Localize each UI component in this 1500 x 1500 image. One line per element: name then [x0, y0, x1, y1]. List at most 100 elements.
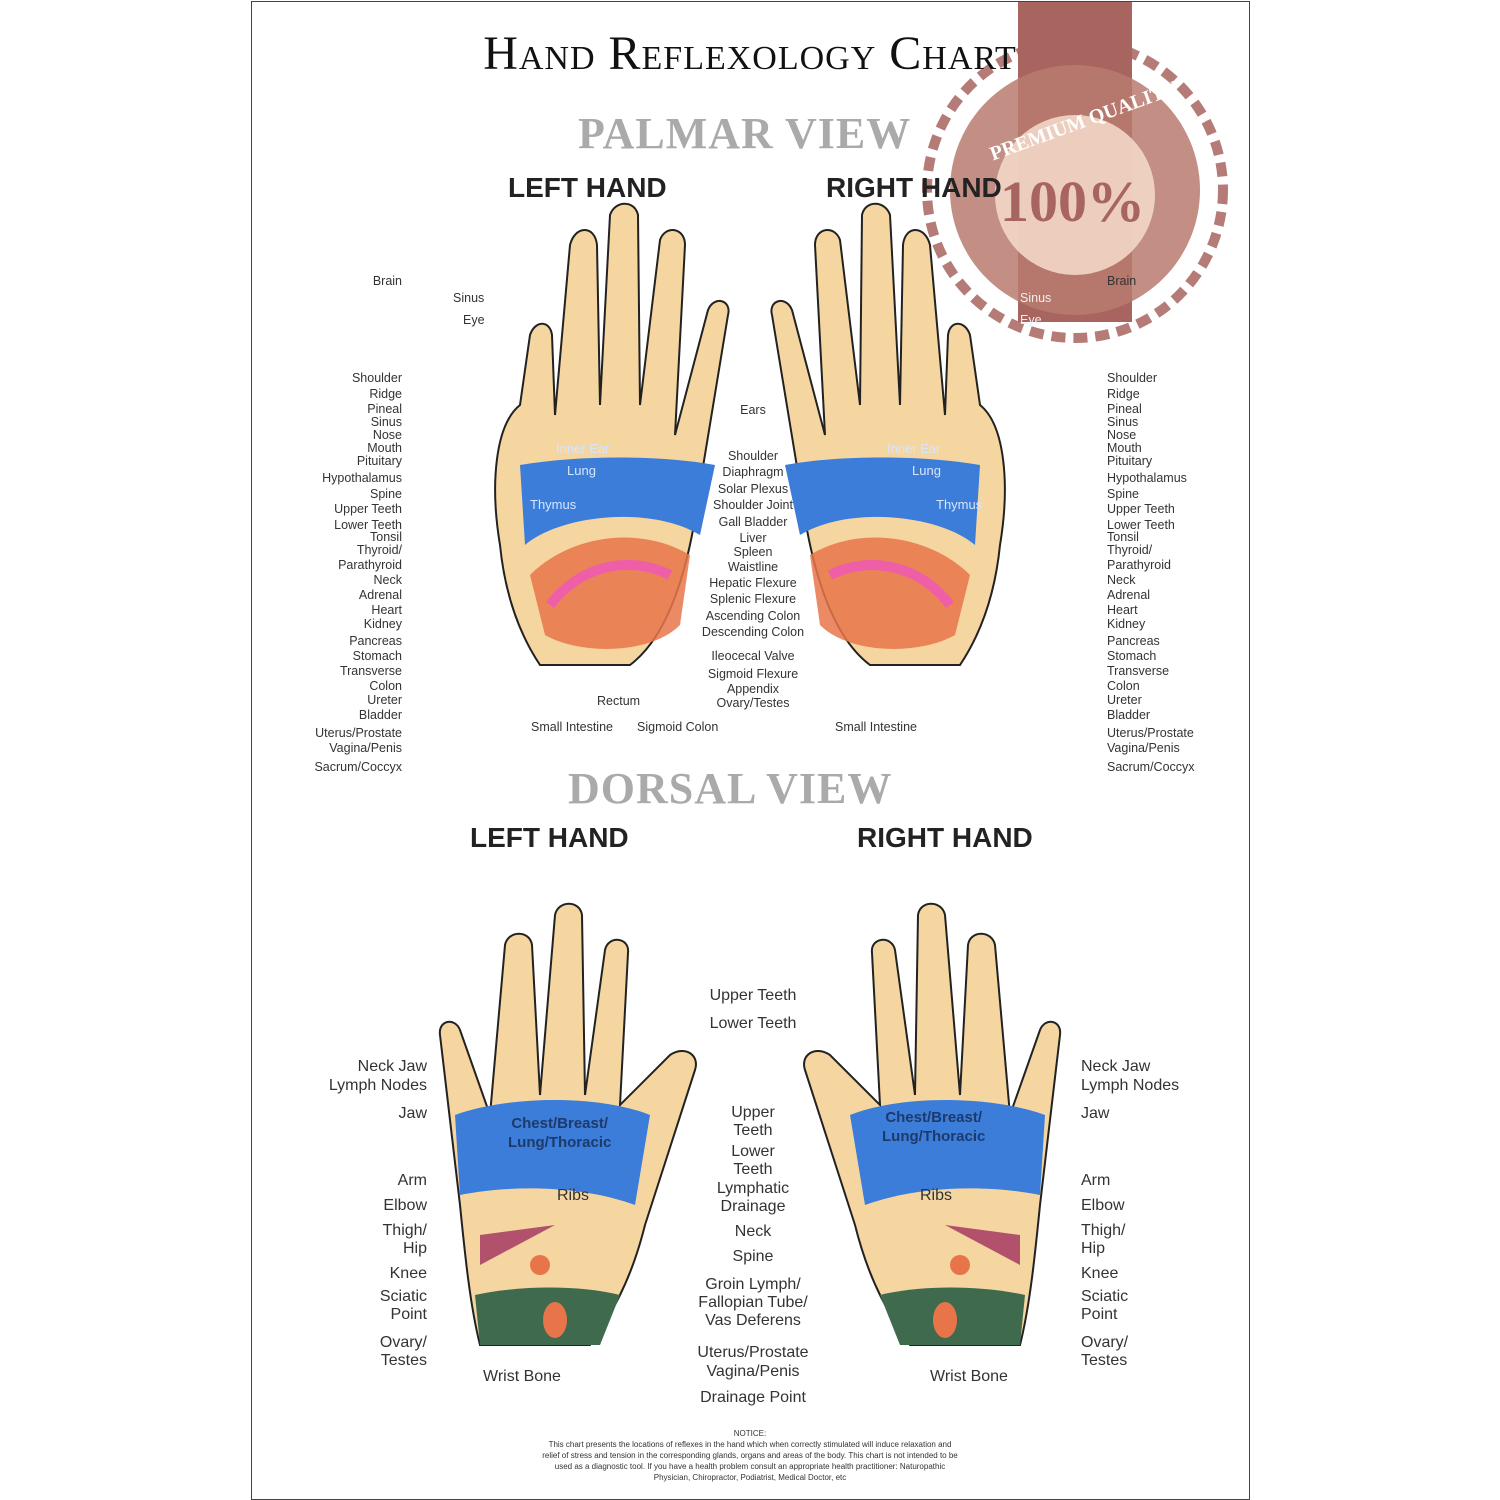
palmar-right-label: Uterus/Prostate	[1107, 726, 1194, 740]
finger-label-sinus-right: Sinus	[1020, 291, 1052, 305]
dorsal-center-label: Uterus/Prostate	[697, 1344, 809, 1361]
palmar-left-label: Adrenal	[358, 588, 402, 602]
dorsal-left-hand-heading: LEFT HAND	[470, 822, 629, 853]
palmar-center-label: Diaphragm	[722, 465, 784, 479]
palmar-right-label: Stomach	[1107, 649, 1157, 663]
palmar-left-label: Nose	[372, 428, 402, 442]
chest-label-left: Chest/Breast/Lung/Thoracic	[508, 1114, 611, 1152]
inner-ear-left: Inner Ear	[556, 441, 610, 456]
palmar-right-label: Transverse	[1107, 664, 1170, 678]
palmar-right-label: Pituitary	[1107, 454, 1153, 468]
palmar-right-label: Brain	[1107, 274, 1137, 288]
dorsal-center-label: Lymphatic	[716, 1180, 790, 1197]
palmar-right-hand-heading: RIGHT HAND	[826, 172, 1002, 203]
palmar-center-label: Spleen	[733, 545, 773, 559]
rectum-label: Rectum	[597, 694, 641, 708]
palmar-center-label: Hepatic Flexure	[709, 576, 797, 590]
premium-quality-badge	[922, 2, 1228, 343]
finger-label-sinus: Sinus	[453, 291, 485, 305]
small-intestine-right-label: Small Intestine	[835, 720, 917, 734]
palmar-right-label: Adrenal	[1107, 588, 1151, 602]
palmar-right-label: Shoulder	[1107, 371, 1158, 385]
dorsal-left-label: Ovary/	[379, 1334, 427, 1351]
chest-line2: Lung/Thoracic	[882, 1128, 986, 1145]
palmar-center-label: Shoulder Joint	[713, 498, 793, 512]
palmar-left-label: Spine	[370, 487, 402, 501]
palmar-left-label: Pancreas	[349, 634, 402, 648]
dorsal-center-label: Drainage	[720, 1198, 786, 1215]
dorsal-right-label: Point	[1081, 1306, 1118, 1323]
sigmoid-colon-label: Sigmoid Colon	[637, 720, 719, 734]
palmar-center-label: Waistline	[727, 560, 779, 574]
palmar-center-label: Solar Plexus	[717, 482, 789, 496]
palmar-center-label: Descending Colon	[701, 625, 805, 639]
chest-line1: Chest/Breast/	[511, 1115, 609, 1132]
palmar-center-label: Ascending Colon	[705, 609, 801, 623]
palmar-left-label: Bladder	[358, 708, 402, 722]
dorsal-left-label: Arm	[397, 1172, 427, 1189]
dorsal-center-label: Drainage Point	[700, 1389, 806, 1406]
palmar-right-label: Mouth	[1107, 441, 1142, 455]
palmar-left-label: Upper Teeth	[334, 502, 402, 516]
dorsal-center-label: Lower Teeth	[709, 1015, 797, 1032]
dorsal-center-label: Fallopian Tube/	[698, 1294, 808, 1311]
dorsal-left-label: Point	[390, 1306, 427, 1323]
dorsal-center-label: Lower	[731, 1143, 775, 1160]
palmar-right-label: Colon	[1107, 679, 1140, 693]
dorsal-right-hand-heading: RIGHT HAND	[857, 822, 1033, 853]
chest-line1: Chest/Breast/	[885, 1109, 983, 1126]
palmar-left-label: Stomach	[352, 649, 402, 663]
palmar-right-label: Vagina/Penis	[1107, 741, 1180, 755]
palmar-left-label: Lower Teeth	[334, 518, 402, 532]
dorsal-left-label: Neck Jaw	[357, 1058, 427, 1075]
palmar-center-label: Sigmoid Flexure	[707, 667, 799, 681]
dorsal-center-label: Teeth	[733, 1161, 773, 1178]
palmar-left-label: Neck	[373, 573, 402, 587]
ribs-right: Ribs	[920, 1187, 953, 1204]
palmar-left-label: Pituitary	[356, 454, 402, 468]
chart-title: Hand Reflexology Chart	[483, 27, 1017, 80]
notice: NOTICE: This chart presents the location…	[540, 1428, 960, 1483]
palmar-left-label: Tonsil	[370, 530, 402, 544]
palmar-center-label: Ears	[740, 403, 766, 417]
dorsal-left-label: Knee	[389, 1265, 427, 1282]
palmar-left-label: Heart	[371, 603, 402, 617]
palmar-right-label: Thyroid/	[1107, 543, 1153, 557]
thymus-right: Thymus	[936, 497, 983, 512]
palmar-right-label: Kidney	[1107, 617, 1146, 631]
dorsal-right-label: Ovary/	[1081, 1334, 1129, 1351]
palmar-left-label: Vagina/Penis	[329, 741, 402, 755]
dorsal-center-label: Groin Lymph/	[705, 1276, 801, 1293]
palmar-right-label: Neck	[1107, 573, 1136, 587]
inner-ear-right: Inner Ear	[887, 441, 941, 456]
palmar-right-label: Nose	[1107, 428, 1137, 442]
notice-heading: NOTICE:	[733, 1429, 767, 1438]
palmar-left-label: Kidney	[363, 617, 402, 631]
dorsal-right-label: Lymph Nodes	[1081, 1077, 1180, 1094]
palmar-left-label: Pineal	[367, 402, 402, 416]
dorsal-left-label: Hip	[402, 1240, 427, 1257]
palmar-right-label: Lower Teeth	[1107, 518, 1175, 532]
palmar-center-label: Appendix	[726, 682, 780, 696]
notice-body: This chart presents the locations of ref…	[542, 1440, 958, 1482]
dorsal-right-label: Elbow	[1081, 1197, 1125, 1214]
palmar-right-label: Ureter	[1107, 693, 1142, 707]
palmar-left-label: Brain	[372, 274, 402, 288]
palmar-view-heading: PALMAR VIEW	[578, 109, 912, 158]
chest-label-right: Chest/Breast/Lung/Thoracic	[882, 1108, 985, 1146]
dorsal-right-label: Testes	[1081, 1352, 1128, 1369]
dorsal-left-label: Sciatic	[379, 1288, 427, 1305]
dorsal-left-label: Thigh/	[382, 1222, 427, 1239]
finger-label-eye-right: Eye	[1020, 313, 1042, 327]
small-intestine-left-label: Small Intestine	[531, 720, 613, 734]
palmar-right-label: Hypothalamus	[1107, 471, 1187, 485]
palmar-left-hand-heading: LEFT HAND	[508, 172, 667, 203]
palmar-left-label: Shoulder	[351, 371, 402, 385]
palmar-right-label: Spine	[1107, 487, 1139, 501]
thymus-left: Thymus	[530, 497, 577, 512]
palmar-left-label: Colon	[369, 679, 402, 693]
dorsal-right-label: Sciatic	[1081, 1288, 1129, 1305]
palmar-right-label: Bladder	[1107, 708, 1151, 722]
wrist-bone-left: Wrist Bone	[483, 1368, 561, 1385]
